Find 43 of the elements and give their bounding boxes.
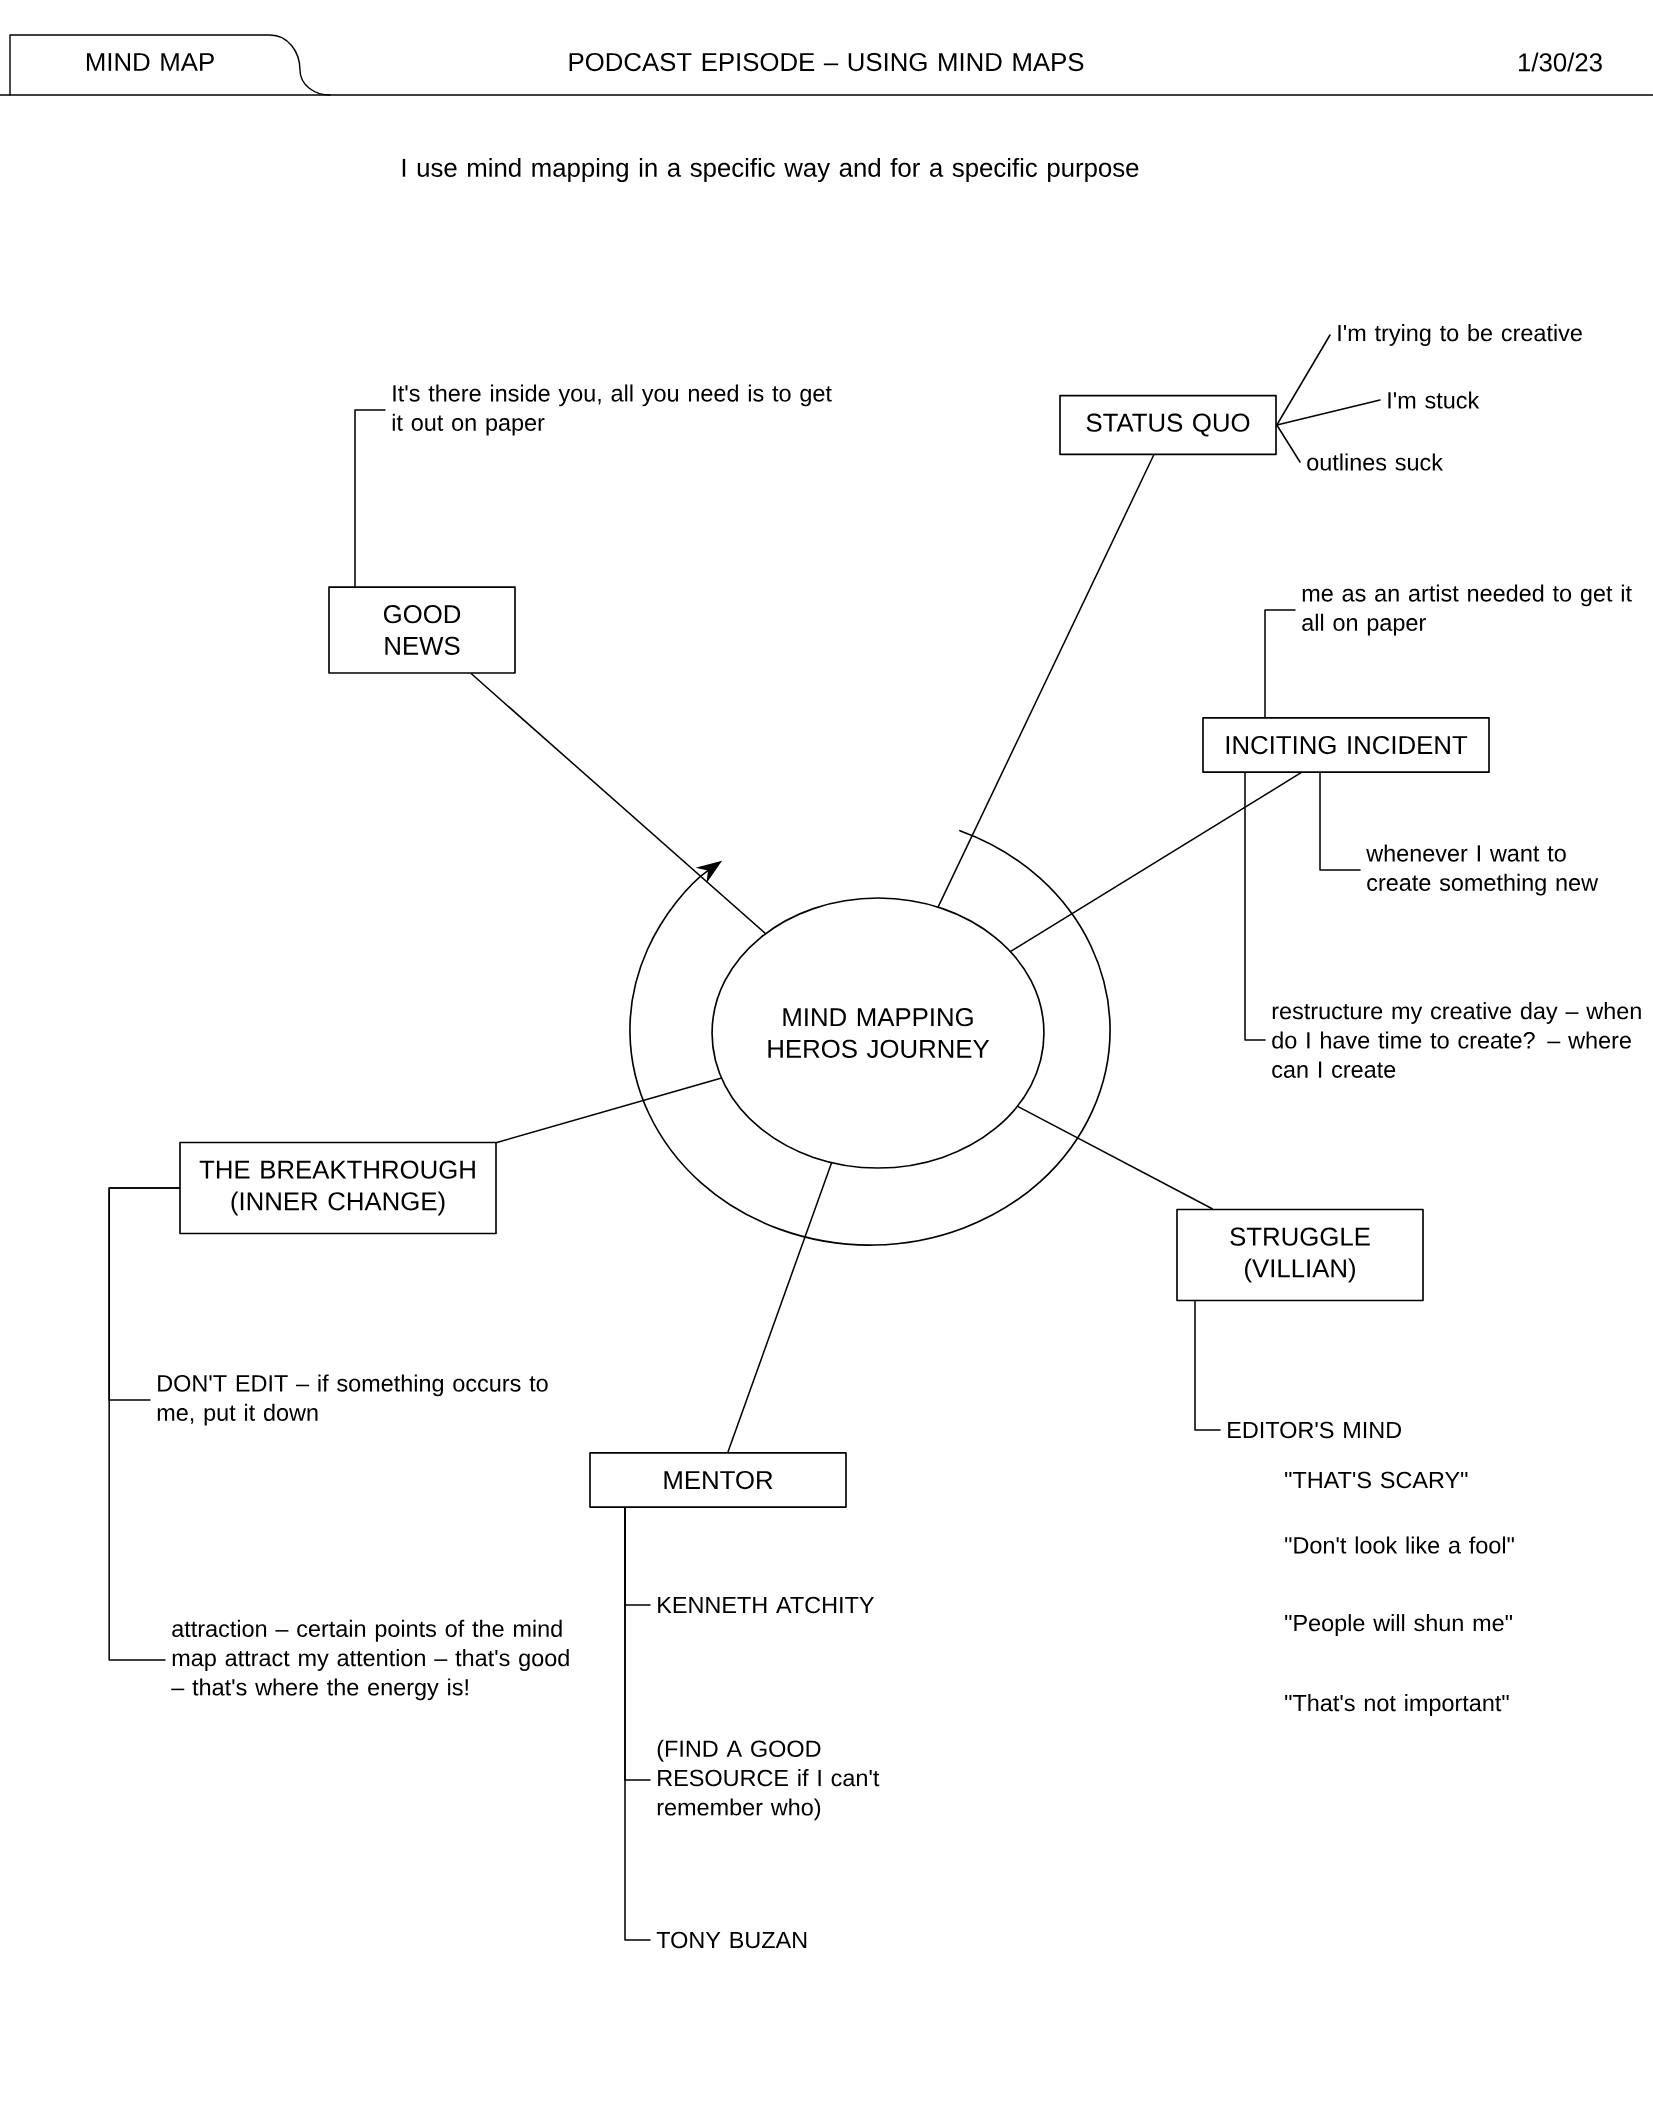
branch-line (1194, 1300, 1221, 1431)
branch-line (496, 1077, 722, 1144)
branch-line (1244, 772, 1266, 1041)
topic-box: MENTOR (589, 1452, 847, 1508)
branch-line (1017, 1105, 1213, 1210)
topic-box: STRUGGLE (VILLIAN) (1176, 1208, 1424, 1302)
tab-label: MIND MAP (86, 53, 214, 71)
topic-box: INCITING INCIDENT (1202, 717, 1490, 773)
branch-note: TONY BUZAN (656, 1931, 807, 1949)
branch-note: whenever I want to create something new (1366, 844, 1599, 896)
title: PODCAST EPISODE – USING MIND MAPS (569, 52, 1084, 72)
quote-note: "People will shun me" (1285, 1614, 1512, 1636)
branch-note: I'm trying to be creative (1338, 324, 1582, 346)
branch-note: attraction – certain points of the mind map attract my attention – that's good – that's where the energy is! (171, 1619, 569, 1701)
branch-line (108, 1187, 180, 1661)
branch-line (1264, 609, 1296, 718)
intro-note: I use mind mapping in a specific way and for a specific purpose (402, 158, 1139, 182)
branch-note: KENNETH ATCHITY (658, 1596, 874, 1614)
branch-line (1276, 424, 1301, 463)
branch-line (727, 1162, 833, 1453)
date-label: 1/30/23 (1518, 52, 1602, 72)
branch-note: outlines suck (1307, 453, 1443, 471)
branch-line (1276, 399, 1381, 426)
branch-line (937, 454, 1155, 908)
branch-line (1276, 334, 1331, 426)
branch-note: DON'T EDIT – if something occurs to me, put it down (157, 1374, 548, 1426)
topic-box: STATUS QUO (1059, 394, 1277, 456)
branch-note: (FIND A GOOD RESOURCE if I can't remember who) (657, 1739, 880, 1821)
branch-line (1010, 772, 1302, 952)
branch-note: I'm stuck (1388, 391, 1480, 409)
branch-line (470, 673, 766, 934)
branch-note: restructure my creative day – when do I have time to create? – where can I create (1272, 1002, 1641, 1078)
branch-note: EDITOR'S MIND (1228, 1421, 1401, 1439)
branch-line (624, 1507, 651, 1941)
quote-note: "That's not important" (1285, 1694, 1509, 1716)
topic-box: GOOD NEWS (328, 586, 516, 674)
quote-note: "THAT'S SCARY" (1285, 1471, 1468, 1489)
branch-note: me as an artist needed to get it all on paper (1302, 584, 1632, 636)
branch-line (354, 409, 386, 587)
branch-line (1319, 772, 1361, 871)
branch-note: It's there inside you, all you need is to get it out on paper (392, 384, 832, 436)
topic-box: THE BREAKTHROUGH (INNER CHANGE) (179, 1141, 497, 1235)
quote-note: "Don't look like a fool" (1285, 1536, 1514, 1554)
